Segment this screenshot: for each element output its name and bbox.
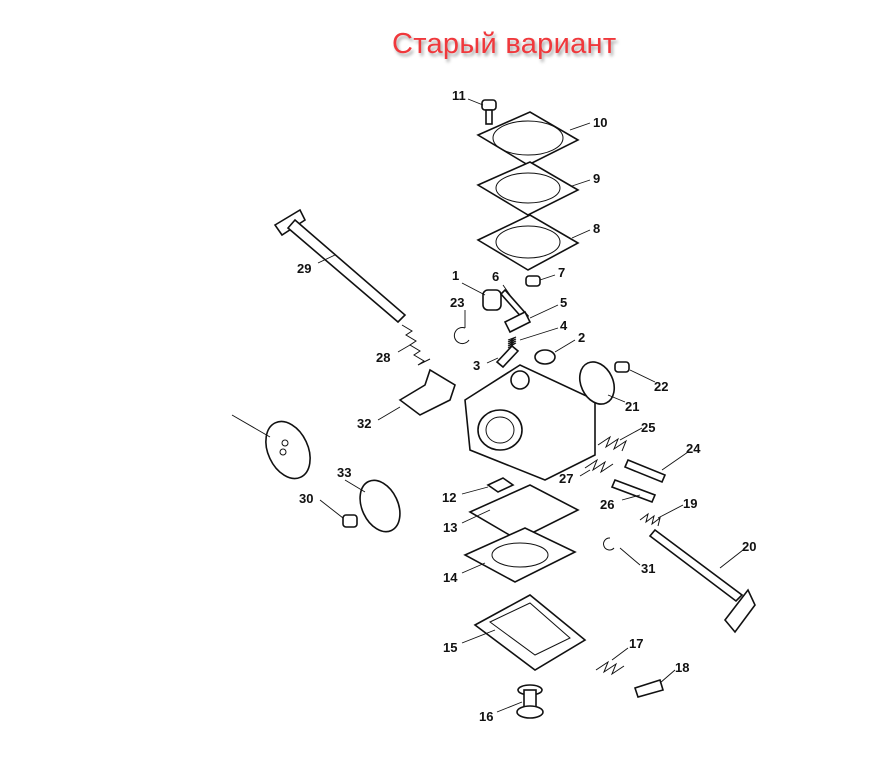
label-1: 1 <box>452 268 459 283</box>
label-33: 33 <box>337 465 351 480</box>
part-16-screw <box>516 684 544 719</box>
part-21-plate <box>578 361 616 405</box>
label-13: 13 <box>443 520 457 535</box>
label-24: 24 <box>686 441 701 456</box>
label-14: 14 <box>443 570 458 585</box>
part-29-shaft <box>273 208 407 324</box>
label-20: 20 <box>742 539 756 554</box>
part-18-screw <box>633 678 665 698</box>
label-7: 7 <box>558 265 565 280</box>
label-28: 28 <box>376 350 390 365</box>
part-23-clip <box>453 327 470 344</box>
part-11-screw <box>481 99 497 125</box>
label-21: 21 <box>625 399 639 414</box>
part-labels: 11 10 9 8 29 1 6 7 5 23 4 2 28 3 22 21 3… <box>297 88 756 724</box>
part-8-gasket <box>476 214 580 271</box>
label-32: 32 <box>357 416 371 431</box>
label-15: 15 <box>443 640 457 655</box>
label-9: 9 <box>593 171 600 186</box>
part-3-needle <box>495 344 520 369</box>
part-26-screw <box>610 478 657 504</box>
label-25: 25 <box>641 420 655 435</box>
part-5-lever <box>503 310 532 334</box>
part-28-spring <box>401 324 431 366</box>
part-22-screw <box>614 361 630 373</box>
part-30-screw <box>342 514 358 528</box>
label-16: 16 <box>479 709 493 724</box>
leader-lines <box>231 98 744 713</box>
part-20-shaft <box>648 528 756 634</box>
part-left-plate <box>265 420 311 480</box>
part-27-spring <box>584 458 614 474</box>
part-32-elbow <box>398 368 456 416</box>
label-8: 8 <box>593 221 600 236</box>
diagram-title: Старый вариант <box>392 28 617 60</box>
part-2-ring <box>534 349 556 365</box>
label-5: 5 <box>560 295 567 310</box>
part-31-clip <box>603 537 615 551</box>
label-23: 23 <box>450 295 464 310</box>
label-4: 4 <box>560 318 568 333</box>
part-9-diaphragm <box>476 161 580 216</box>
part-13-diaphragm <box>468 484 580 541</box>
part-25-spring <box>597 435 628 452</box>
label-17: 17 <box>629 636 643 651</box>
part-33-plate <box>359 479 401 533</box>
label-22: 22 <box>654 379 668 394</box>
part-7-screw <box>525 275 541 287</box>
label-31: 31 <box>641 561 655 576</box>
part-24-screw <box>623 458 667 484</box>
label-2: 2 <box>578 330 585 345</box>
part-carburetor-body <box>464 364 596 481</box>
label-11: 11 <box>452 88 466 103</box>
label-12: 12 <box>442 490 456 505</box>
part-19-spring <box>639 512 661 527</box>
part-17-spring <box>595 660 625 676</box>
label-18: 18 <box>675 660 689 675</box>
part-15-cover <box>473 594 587 671</box>
part-4-spring <box>507 336 517 349</box>
label-19: 19 <box>683 496 697 511</box>
label-3: 3 <box>473 358 480 373</box>
part-12-screen <box>486 477 515 493</box>
label-26: 26 <box>600 497 614 512</box>
part-10-cover <box>476 111 580 166</box>
label-27: 27 <box>559 471 573 486</box>
label-6: 6 <box>492 269 499 284</box>
label-29: 29 <box>297 261 311 276</box>
part-1-cap <box>482 289 502 311</box>
label-30: 30 <box>299 491 313 506</box>
part-14-gasket <box>463 527 577 583</box>
label-10: 10 <box>593 115 607 130</box>
